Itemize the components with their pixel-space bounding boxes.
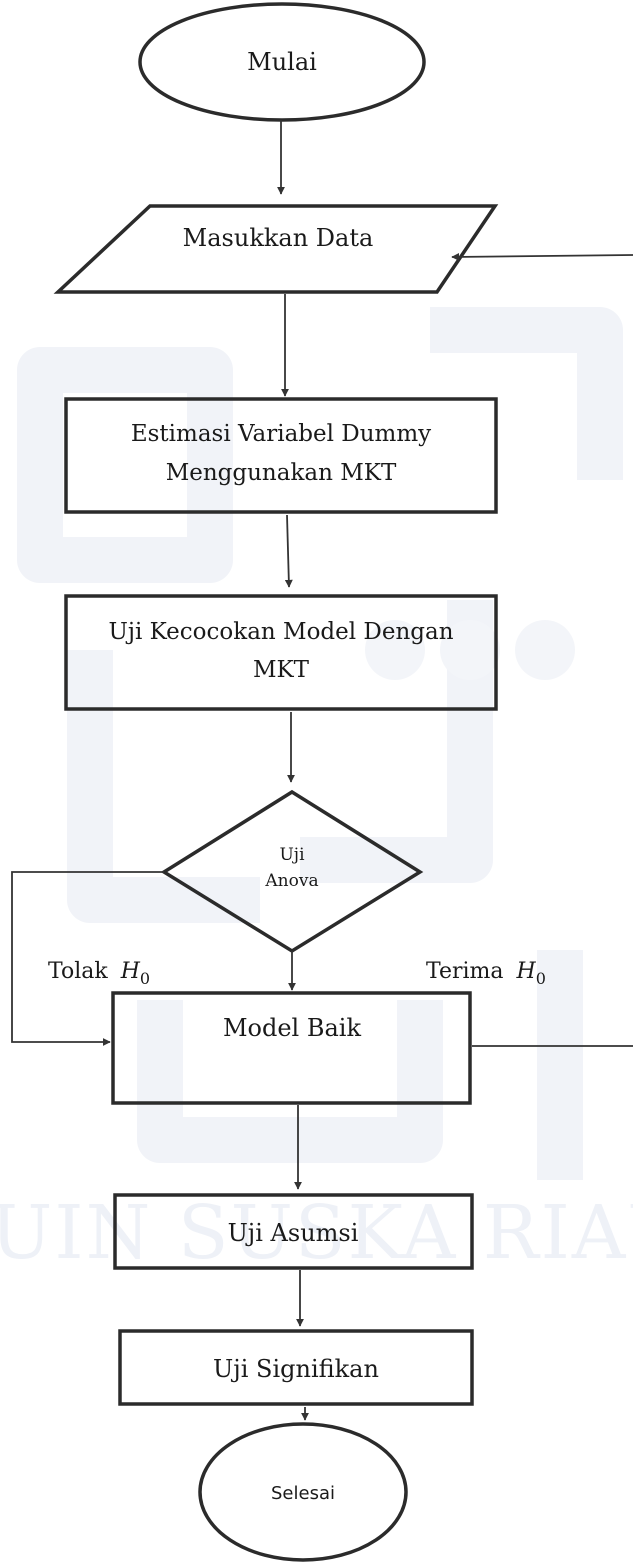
end-terminator: Selesai [198, 1422, 408, 1562]
return-to-input-connector [451, 252, 633, 261]
estimation-label-line-1: Estimasi Variabel Dummy [131, 421, 431, 447]
start-label: Mulai [247, 48, 317, 76]
watermark-text: UIN SUSKA RIAU [0, 1190, 633, 1276]
good-model-label: Model Baik [223, 1014, 362, 1042]
accept-label: Terima H0 [426, 959, 546, 988]
decision-label-line-2: Anova [264, 871, 318, 891]
reject-label: Tolak H0 [48, 959, 150, 988]
anova-decision: Uji Anova [160, 789, 424, 954]
estimation-process: Estimasi Variabel Dummy Menggunakan MKT [64, 397, 498, 514]
decision-label-line-1: Uji [279, 845, 305, 865]
significance-test-process: Uji Signifikan [118, 1329, 474, 1406]
estimation-label-line-2: Menggunakan MKT [166, 460, 397, 486]
assumption-label: Uji Asumsi [228, 1219, 359, 1247]
assumption-test-process: Uji Asumsi [113, 1193, 474, 1270]
input-parallelogram: Masukkan Data [53, 204, 499, 294]
input-label: Masukkan Data [183, 224, 374, 252]
fit-test-label-line-1: Uji Kecocokan Model Dengan [108, 619, 453, 645]
significance-label: Uji Signifikan [213, 1355, 379, 1383]
end-label: Selesai [271, 1483, 335, 1504]
arrow-estimation-to-fit-test [284, 514, 293, 588]
fit-test-process: Uji Kecocokan Model Dengan MKT [64, 594, 498, 711]
fit-test-label-line-2: MKT [253, 657, 310, 683]
reject-branch-connector [11, 871, 164, 1046]
good-model-process: Model Baik [111, 991, 472, 1105]
start-terminator: Mulai [138, 2, 426, 122]
